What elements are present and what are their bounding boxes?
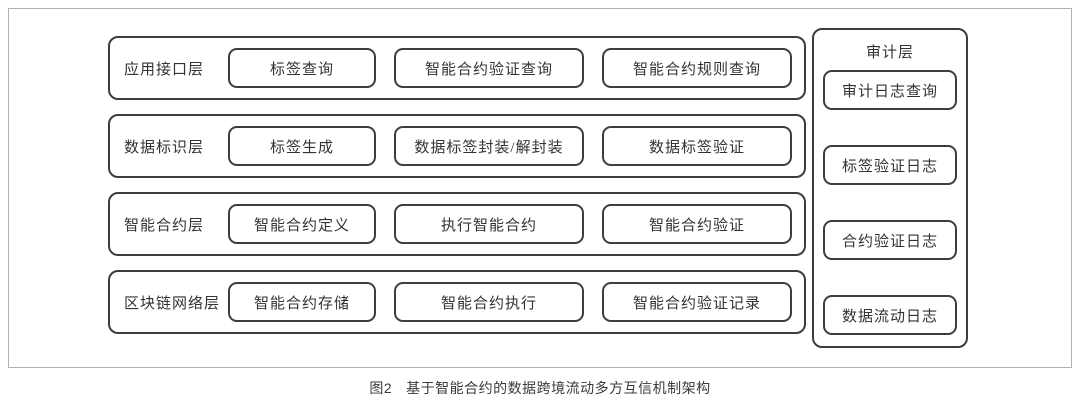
node-box: 智能合约执行 <box>394 282 584 322</box>
layer-title: 数据标识层 <box>124 139 205 156</box>
layer-node-group: 标签查询 智能合约验证查询 智能合约规则查询 <box>228 38 792 98</box>
node-box: 标签查询 <box>228 48 376 88</box>
layer-title: 区块链网络层 <box>124 295 221 312</box>
audit-layer-panel: 审计层 审计日志查询 标签验证日志 合约验证日志 数据流动日志 <box>812 28 968 348</box>
audit-item: 标签验证日志 <box>823 145 957 185</box>
layer-node-group: 智能合约定义 执行智能合约 智能合约验证 <box>228 194 792 254</box>
audit-item: 审计日志查询 <box>823 70 957 110</box>
audit-item-list: 审计日志查询 标签验证日志 合约验证日志 数据流动日志 <box>823 70 957 335</box>
node-box: 智能合约验证查询 <box>394 48 584 88</box>
node-box: 数据标签验证 <box>602 126 792 166</box>
node-box: 执行智能合约 <box>394 204 584 244</box>
node-box: 智能合约规则查询 <box>602 48 792 88</box>
audit-item: 合约验证日志 <box>823 220 957 260</box>
node-box: 智能合约验证记录 <box>602 282 792 322</box>
layer-row-smart-contract: 智能合约层 智能合约定义 执行智能合约 智能合约验证 <box>108 192 806 256</box>
node-box: 智能合约验证 <box>602 204 792 244</box>
node-box: 标签生成 <box>228 126 376 166</box>
figure-caption-number: 图2 <box>369 380 393 396</box>
layer-node-group: 智能合约存储 智能合约执行 智能合约验证记录 <box>228 272 792 332</box>
layer-row-data-identification: 数据标识层 标签生成 数据标签封装/解封装 数据标签验证 <box>108 114 806 178</box>
layer-row-application-interface: 应用接口层 标签查询 智能合约验证查询 智能合约规则查询 <box>108 36 806 100</box>
layer-row-blockchain-network: 区块链网络层 智能合约存储 智能合约执行 智能合约验证记录 <box>108 270 806 334</box>
layer-stack: 应用接口层 标签查询 智能合约验证查询 智能合约规则查询 数据标识层 标签生成 … <box>108 36 806 334</box>
figure-caption: 图2 基于智能合约的数据跨境流动多方互信机制架构 <box>0 378 1080 398</box>
node-box: 数据标签封装/解封装 <box>394 126 584 166</box>
layer-title: 应用接口层 <box>124 61 205 78</box>
layer-title: 智能合约层 <box>124 217 205 234</box>
layer-node-group: 标签生成 数据标签封装/解封装 数据标签验证 <box>228 116 792 176</box>
figure-caption-text: 基于智能合约的数据跨境流动多方互信机制架构 <box>406 380 711 396</box>
audit-panel-title: 审计层 <box>865 45 914 61</box>
audit-item: 数据流动日志 <box>823 295 957 335</box>
node-box: 智能合约定义 <box>228 204 376 244</box>
node-box: 智能合约存储 <box>228 282 376 322</box>
